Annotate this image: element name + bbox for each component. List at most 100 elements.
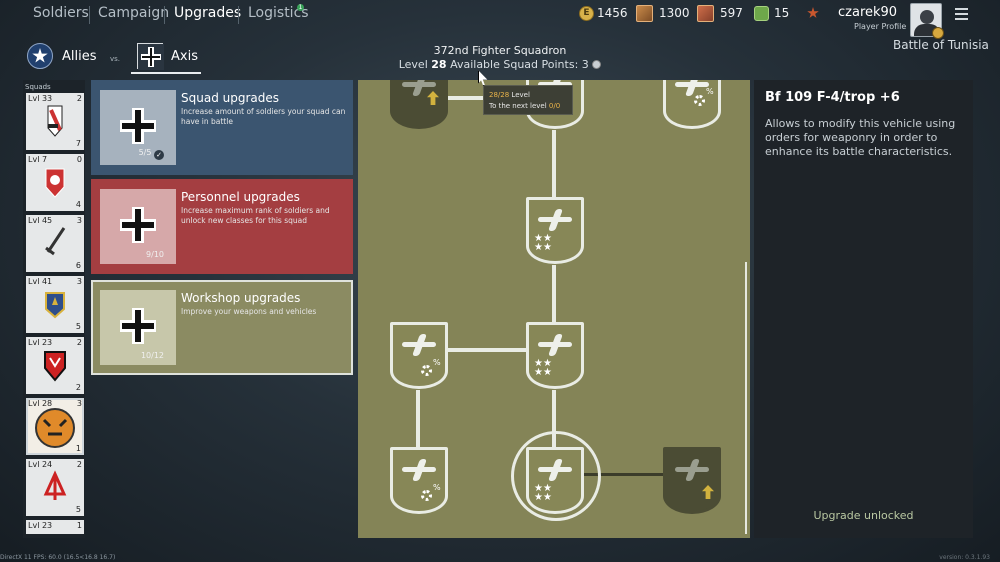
personnel-upgrades-description: Increase maximum rank of soldiers and un… [181, 206, 330, 225]
squad-bottom-count: 6 [75, 261, 81, 270]
tree-link [446, 96, 496, 100]
versus-label: vs. [110, 55, 121, 63]
order-card-icon [697, 5, 714, 22]
upgrade-arrow-icon [702, 485, 714, 499]
squad-card-selected[interactable]: Lvl 28 3 1 [26, 398, 84, 455]
axis-cross-icon[interactable] [137, 43, 164, 70]
squad-point-icon [592, 60, 602, 69]
squad-name: 372nd Fighter Squadron [433, 44, 567, 57]
tree-link [552, 390, 556, 452]
selected-node-ring [511, 431, 601, 521]
personnel-upgrades-card[interactable]: 9/10 Personnel upgrades Increase maximum… [91, 179, 353, 274]
workshop-upgrades-card[interactable]: 10/12 Workshop upgrades Improve your wea… [91, 280, 353, 375]
aircraft-icon [675, 459, 709, 481]
squad-card[interactable]: Lvl 23 2 2 [26, 337, 84, 394]
gear-icon [694, 95, 705, 106]
tooltip-level-value: 28/28 [489, 91, 510, 99]
gear-icon [421, 490, 432, 501]
tab-allies[interactable]: Allies [62, 49, 97, 64]
gear-icon [421, 365, 432, 376]
tree-link [552, 130, 556, 200]
workshop-upgrades-thumbnail: 10/12 [100, 290, 176, 365]
squad-card[interactable]: Lvl 24 2 5 [26, 459, 84, 516]
squad-level: Lvl 45 [28, 216, 53, 225]
upgrade-node-selected[interactable]: ★★★★ [526, 447, 584, 514]
upgrade-node[interactable]: ★★★★ [526, 197, 584, 264]
upgrade-node-locked[interactable] [663, 447, 721, 514]
silver-amount: 1456 [597, 6, 628, 20]
tree-link [552, 265, 556, 327]
personnel-upgrades-thumbnail: 9/10 [100, 189, 176, 264]
squad-card[interactable]: Lvl 23 1 [26, 520, 84, 534]
workshop-upgrades-title: Workshop upgrades [181, 291, 301, 305]
upgrade-node-locked[interactable] [390, 80, 448, 129]
squad-upgrades-card[interactable]: 5/5 ✓ Squad upgrades Increase amount of … [91, 80, 353, 175]
tab-upgrades[interactable]: Upgrades [174, 5, 242, 21]
fps-counter: DirectX 11 FPS: 60.0 (16.5<16.8 16.7) [0, 554, 116, 561]
squad-level: Lvl 24 [28, 460, 53, 469]
stars-icon: ★★★★ [534, 358, 552, 378]
aircraft-icon [402, 80, 436, 96]
percent-icon: % [706, 87, 714, 96]
upgrade-status: Upgrade unlocked [813, 509, 914, 522]
squad-level: Lvl 23 [28, 521, 53, 530]
silver-coin-icon: E [579, 6, 594, 21]
squad-bottom-count: 7 [75, 139, 81, 148]
infantry-emblem-icon [47, 105, 63, 137]
tooltip-level-label: Level [511, 91, 530, 99]
squad-level: Lvl 7 [28, 155, 48, 164]
tab-soldiers[interactable]: Soldiers [33, 5, 89, 21]
squad-bottom-count: 5 [75, 505, 81, 514]
squad-points: 3 [76, 216, 82, 225]
upgrade-tree-panel: ★★ % ★★★★ % ★★★★ % ★★★★ [358, 80, 750, 538]
eagle-emblem-icon [45, 168, 65, 198]
aircraft-icon [538, 80, 572, 96]
player-profile-label[interactable]: Player Profile [854, 22, 907, 31]
workshop-upgrades-description: Improve your weapons and vehicles [181, 307, 317, 316]
stars-icon: ★★★★ [534, 483, 552, 503]
squad-level-info: Level 28 Available Squad Points: 3 [360, 58, 640, 71]
allies-star-icon[interactable] [27, 43, 53, 69]
squad-upgrades-description: Increase amount of soldiers your squad c… [181, 107, 346, 126]
upgrade-node[interactable]: % [663, 80, 721, 129]
squad-card[interactable]: Lvl 7 0 4 [26, 154, 84, 211]
aircraft-icon [538, 209, 572, 231]
upgrade-node[interactable]: % [390, 322, 448, 389]
squad-points: 2 [76, 338, 82, 347]
squad-card[interactable]: Lvl 45 3 6 [26, 215, 84, 272]
cards-a-amount: 1300 [659, 6, 690, 20]
aircraft-icon [675, 80, 709, 96]
squad-bottom-count: 2 [75, 383, 81, 392]
squad-card[interactable]: Lvl 41 3 5 [26, 276, 84, 333]
upgrade-arrow-icon [427, 91, 439, 105]
personnel-upgrades-title: Personnel upgrades [181, 190, 300, 204]
upgrade-node[interactable]: ★★★★ [526, 322, 584, 389]
stars-icon: ★★★★ [534, 233, 552, 253]
squad-bottom-count: 5 [75, 322, 81, 331]
vehicle-title: Bf 109 F-4/trop +6 [765, 90, 900, 105]
squad-points-value: 3 [581, 58, 589, 71]
tab-axis[interactable]: Axis [171, 49, 198, 64]
squad-points: 3 [76, 399, 82, 408]
tab-logistics[interactable]: Logistics [248, 5, 309, 21]
battle-name[interactable]: Battle of Tunisia [893, 38, 989, 52]
username[interactable]: czarek90 [838, 5, 898, 20]
personnel-upgrades-progress: 9/10 [146, 250, 164, 259]
iron-cross-icon [120, 308, 156, 344]
tooltip-next-value: 0/0 [548, 102, 561, 110]
squad-card[interactable]: Lvl 33 2 7 [26, 93, 84, 150]
top-navigation-bar: Soldiers Campaign Upgrades Logistics 1 E… [0, 0, 1000, 39]
tree-scrollbar[interactable] [745, 262, 747, 534]
ticket-icon [754, 6, 769, 21]
squad-points: 2 [76, 460, 82, 469]
logistics-notification-badge: 1 [297, 4, 304, 11]
rank-star-icon [807, 7, 819, 18]
workshop-upgrades-progress: 10/12 [140, 351, 164, 360]
tab-campaign[interactable]: Campaign [98, 5, 170, 21]
level-tooltip: 28/28 Level To the next level 0/0 [483, 85, 573, 115]
hamburger-menu-icon[interactable] [955, 8, 968, 20]
upgrade-detail-panel [754, 80, 973, 538]
upgrade-node[interactable]: % [390, 447, 448, 514]
nav-divider [238, 6, 239, 24]
squad-level: Lvl 28 [28, 399, 53, 408]
